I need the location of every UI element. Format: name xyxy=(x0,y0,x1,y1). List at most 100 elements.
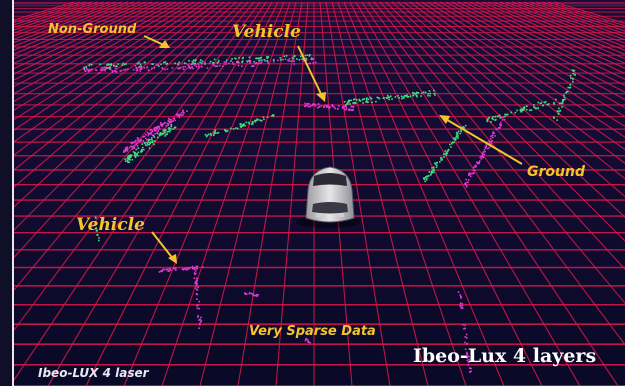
point xyxy=(468,358,470,361)
point xyxy=(449,143,451,146)
vehicle-left-arrowhead xyxy=(168,254,177,264)
point xyxy=(501,119,504,121)
point xyxy=(318,105,321,108)
point xyxy=(460,129,462,131)
point xyxy=(476,161,478,164)
point xyxy=(214,132,216,135)
point xyxy=(138,66,140,69)
point xyxy=(417,92,420,94)
annotation-arrows xyxy=(143,35,523,261)
point xyxy=(194,273,196,276)
point xyxy=(257,57,259,60)
point xyxy=(198,300,200,303)
grid-line-converging xyxy=(475,1,625,69)
point xyxy=(323,106,325,108)
point xyxy=(264,60,267,62)
point xyxy=(173,117,175,120)
point xyxy=(460,306,462,309)
point xyxy=(376,96,379,99)
ground-label: Ground xyxy=(527,164,585,180)
point xyxy=(207,133,210,136)
point xyxy=(194,270,197,272)
point xyxy=(350,105,353,108)
point xyxy=(466,357,469,359)
point xyxy=(447,149,449,152)
point xyxy=(142,140,145,142)
point xyxy=(236,61,239,63)
point xyxy=(195,58,197,61)
point xyxy=(574,73,576,76)
point xyxy=(308,102,310,105)
point xyxy=(126,146,128,148)
point xyxy=(178,67,181,70)
point xyxy=(165,133,167,136)
point xyxy=(166,122,168,125)
point xyxy=(257,118,259,121)
point xyxy=(128,157,131,159)
point xyxy=(273,60,275,63)
point xyxy=(150,141,152,143)
point xyxy=(416,91,418,94)
point xyxy=(158,127,161,130)
point xyxy=(249,59,252,62)
point xyxy=(308,55,311,57)
grid-line-converging xyxy=(397,1,625,198)
point xyxy=(237,61,240,63)
point xyxy=(164,121,166,124)
point xyxy=(309,106,311,108)
point xyxy=(266,57,269,60)
point xyxy=(216,62,219,64)
point xyxy=(436,161,438,164)
point xyxy=(196,277,198,279)
point xyxy=(141,146,144,149)
point xyxy=(153,143,155,146)
point xyxy=(225,59,228,62)
point xyxy=(167,122,170,125)
point xyxy=(490,138,492,140)
point xyxy=(358,98,361,101)
grid-line-converging xyxy=(325,1,391,386)
point xyxy=(431,170,434,172)
point xyxy=(248,60,250,62)
point xyxy=(174,62,176,65)
point xyxy=(136,152,138,155)
point xyxy=(324,104,326,107)
point xyxy=(444,150,446,152)
point xyxy=(168,118,171,121)
point xyxy=(240,126,242,128)
point xyxy=(225,61,228,63)
point xyxy=(307,105,310,108)
point xyxy=(482,152,484,154)
point xyxy=(503,118,506,121)
point xyxy=(194,287,197,289)
point xyxy=(344,105,347,108)
non-ground-arrowhead xyxy=(159,40,170,48)
point xyxy=(306,338,308,341)
grid-line-converging xyxy=(14,1,255,291)
point xyxy=(305,337,307,340)
point xyxy=(328,106,331,109)
point xyxy=(466,356,469,358)
point xyxy=(272,114,274,117)
point xyxy=(196,305,198,307)
point xyxy=(120,69,123,72)
point xyxy=(255,293,258,296)
point xyxy=(149,129,152,131)
point xyxy=(130,154,133,156)
grid-line-converging xyxy=(409,1,625,164)
point xyxy=(304,54,307,57)
point xyxy=(293,60,295,62)
point xyxy=(314,103,316,106)
point xyxy=(306,54,309,56)
point xyxy=(348,109,350,111)
point xyxy=(490,121,492,123)
point xyxy=(386,97,389,100)
point xyxy=(201,60,204,63)
point xyxy=(191,66,193,68)
point xyxy=(161,132,164,135)
point xyxy=(212,134,215,137)
point xyxy=(148,147,151,150)
point xyxy=(424,91,427,94)
point xyxy=(528,109,531,112)
point xyxy=(132,69,135,71)
